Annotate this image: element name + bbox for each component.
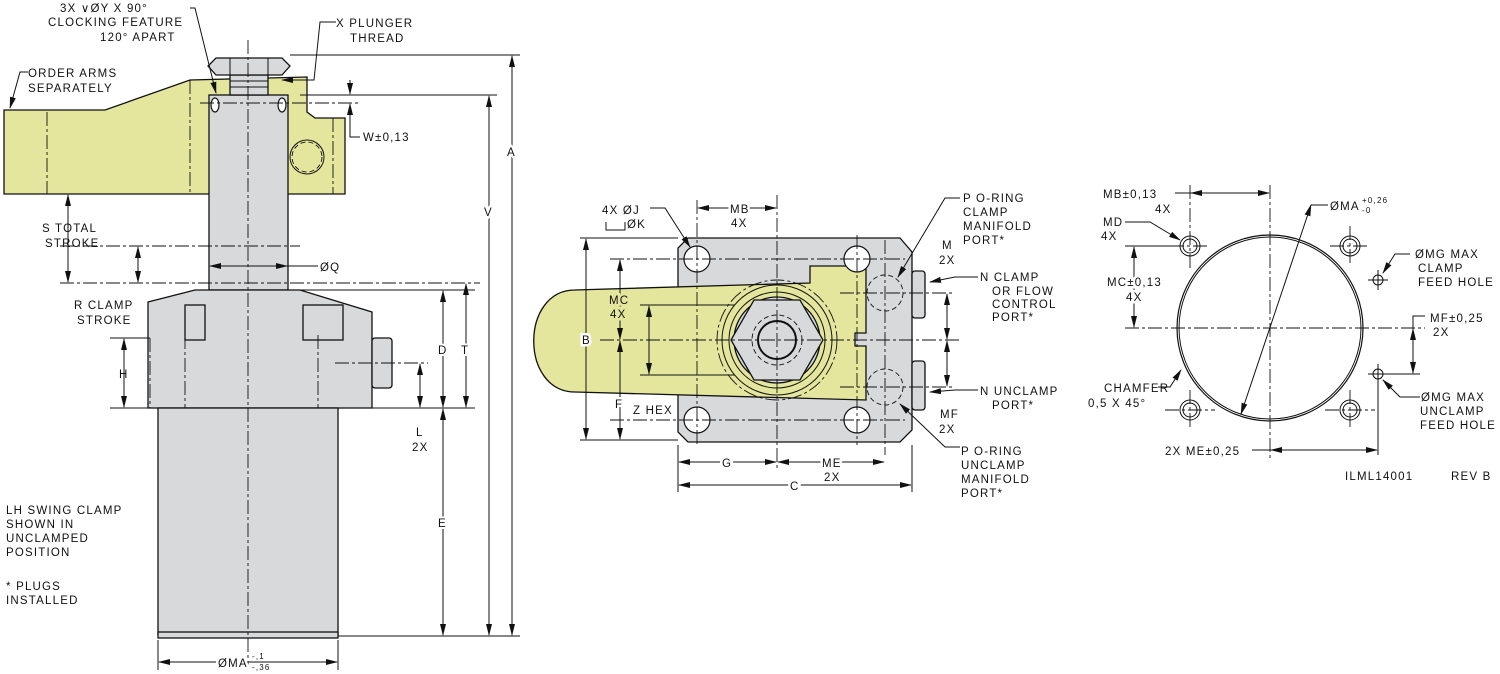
unclamp-port-plug (911, 360, 926, 411)
r-stroke-label: STROKE (77, 315, 132, 327)
p-unclamp-port-label: P O-RING (961, 446, 1023, 458)
mg-clamp-feed-label: FEED HOLE (1418, 277, 1494, 289)
mf-dimension-label: 2X (939, 424, 955, 436)
order-arms-label: SEPARATELY (28, 83, 113, 95)
revision-label: REV B (1451, 471, 1492, 483)
mb-tolerance-label: 4X (1155, 204, 1171, 216)
clamp-port-plug (911, 270, 926, 319)
mb-dimension-label: 4X (731, 218, 747, 230)
n-unclamp-port-label: PORT* (992, 400, 1034, 412)
z-hex-label: Z HEX (633, 405, 673, 417)
chamfer-label: 0,5 X 45° (1088, 398, 1146, 410)
mg-unclamp-feed-label: FEED HOLE (1420, 420, 1496, 432)
v-dimension-label: V (484, 207, 493, 219)
note-text: SHOWN IN (6, 519, 74, 531)
e-dimension-label: E (438, 518, 447, 530)
d-dimension-label: D (438, 345, 448, 357)
drawing-number: ILML14001 (1345, 471, 1413, 483)
n-clamp-port-label: OR FLOW (992, 286, 1054, 298)
ma-tolerance: -,36 (252, 663, 271, 672)
m-dimension-label: 2X (939, 255, 955, 267)
plugs-note: * PLUGS (6, 581, 61, 593)
hex-nut (207, 57, 291, 76)
plugs-note: INSTALLED (6, 595, 79, 607)
top-view: 4X ØJ ØK MB 4X P O-RING CLAMP MANIFOLD P… (533, 193, 1059, 500)
ma-bore-tolerance: +0,26 (1362, 196, 1388, 205)
me-dimension-label: ME (822, 458, 842, 470)
h-dimension-label: H (119, 369, 129, 381)
mf-dimension-label: MF (940, 409, 959, 421)
note-text: UNCLAMPED (6, 533, 89, 545)
n-clamp-port-label: CONTROL (992, 299, 1057, 311)
clocking-label: CLOCKING FEATURE (48, 17, 183, 29)
n-unclamp-port-label: N UNCLAMP (980, 386, 1059, 398)
plunger (208, 94, 289, 291)
r-stroke-label: R CLAMP (74, 300, 134, 312)
mc-tolerance-label: 4X (1126, 292, 1142, 304)
order-arms-label: ORDER ARMS (28, 68, 117, 80)
mc-dimension-label: MC (609, 295, 629, 307)
mb-dimension-label: MB (730, 204, 750, 216)
mc-dimension-label: 4X (610, 309, 626, 321)
mf-tolerance-label: 2X (1433, 327, 1449, 339)
md-label: 4X (1101, 231, 1117, 243)
m-dimension-label: M (942, 240, 953, 252)
manifold-mounting-view: MB±0,13 4X MD 4X MC±0,13 4X ØMA +0,26 -0… (1088, 185, 1496, 483)
n-clamp-port-label: PORT* (992, 312, 1034, 324)
s-stroke-label: STROKE (45, 238, 100, 250)
c-dimension-label: C (790, 481, 800, 493)
mf-tolerance-label: MF±0,25 (1430, 313, 1484, 325)
ma-bore-label: ØMA (1330, 201, 1360, 213)
p-clamp-port-label: CLAMP (963, 207, 1009, 219)
p-unclamp-port-label: UNCLAMP (961, 460, 1026, 472)
side-view: 3X ∨ØY X 90° CLOCKING FEATURE 120° APART… (3, 3, 520, 673)
f-dimension-label: F (615, 399, 623, 411)
arm-port-circle (289, 139, 325, 175)
p-clamp-port-label: P O-RING (963, 193, 1025, 205)
note-text: LH SWING CLAMP (6, 505, 122, 517)
ma-bore-tolerance: -0 (1362, 206, 1372, 215)
j-hole-label: 4X ØJ (602, 205, 640, 217)
p-unclamp-port-label: PORT* (961, 488, 1003, 500)
me-dimension-label: 2X (824, 472, 840, 484)
mc-tolerance-label: MC±0,13 (1107, 277, 1162, 289)
mg-clamp-feed-label: ØMG MAX (1415, 249, 1479, 261)
md-label: MD (1103, 217, 1123, 229)
n-clamp-port-label: N CLAMP (980, 272, 1040, 284)
plunger-thread-label: X PLUNGER (336, 18, 413, 30)
s-stroke-label: S TOTAL (42, 223, 97, 235)
mg-unclamp-feed-label: UNCLAMP (1420, 406, 1485, 418)
t-dimension-label: T (461, 345, 469, 357)
plunger-thread-label: THREAD (350, 33, 404, 45)
l-dimension-label: 2X (412, 442, 428, 454)
clocking-label: 120° APART (100, 32, 176, 44)
clocking-label: 3X ∨ØY X 90° (60, 3, 148, 15)
g-dimension-label: G (722, 458, 732, 470)
mg-clamp-feed-label: CLAMP (1418, 263, 1464, 275)
ma-diameter-label: ØMA (218, 658, 248, 670)
b-dimension-label: B (582, 335, 591, 347)
q-diameter-label: ØQ (320, 262, 340, 274)
p-clamp-port-label: PORT* (963, 235, 1005, 247)
p-unclamp-port-label: MANIFOLD (961, 474, 1030, 486)
k-counterbore-label: ØK (627, 219, 646, 231)
me-tolerance-label: 2X ME±0,25 (1165, 446, 1240, 458)
mg-unclamp-feed-label: ØMG MAX (1421, 392, 1485, 404)
mb-tolerance-label: MB±0,13 (1103, 189, 1157, 201)
p-clamp-port-label: MANIFOLD (963, 221, 1032, 233)
plunger-thread (229, 74, 269, 96)
note-text: POSITION (6, 547, 71, 559)
ma-tolerance: -,1 (252, 652, 265, 661)
l-dimension-label: L (416, 427, 424, 439)
chamfer-label: CHAMFER (1104, 383, 1169, 395)
w-dimension-label: W±0,13 (363, 132, 410, 144)
a-dimension-label: A (507, 147, 516, 159)
